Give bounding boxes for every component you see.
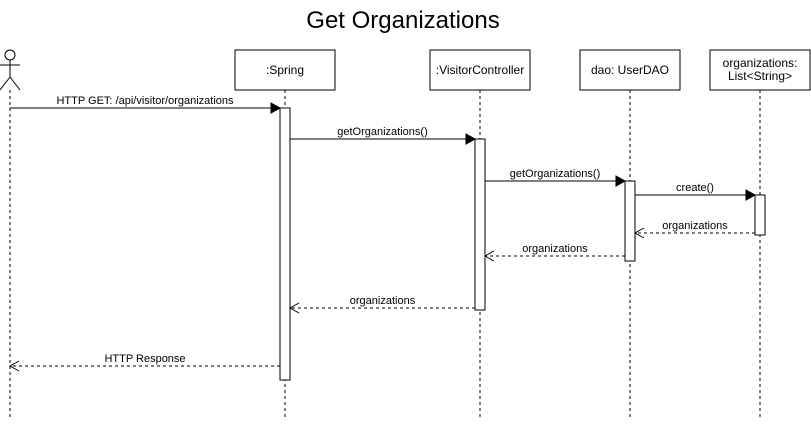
participant-label: List<String> [728, 69, 792, 83]
participant-user-dao: dao: UserDAO [579, 49, 681, 91]
participant-spring: :Spring [234, 49, 336, 91]
participant-label: organizations: [723, 56, 798, 70]
message-label: organizations [662, 220, 728, 232]
messages-layer: HTTP GET: /api/visitor/organizations getO… [8, 95, 757, 372]
diagram-title: Get Organizations [306, 7, 499, 34]
participant-label: :VisitorController [436, 63, 524, 77]
activation-bar [624, 180, 636, 262]
message-arrow: organizations [288, 295, 475, 314]
participant-organizations-list: organizations:List<String> [709, 49, 811, 91]
message-label: getOrganizations() [337, 126, 428, 138]
activations-layer [279, 107, 766, 381]
message-label: getOrganizations() [510, 168, 601, 180]
activation-bar [279, 107, 291, 381]
message-arrow: organizations [633, 220, 755, 239]
message-arrow: getOrganizations() [485, 168, 627, 187]
activation-bar [474, 138, 486, 311]
message-arrow: create() [635, 182, 757, 201]
message-arrow: getOrganizations() [290, 126, 477, 145]
participant-label: dao: UserDAO [591, 63, 669, 77]
message-label: HTTP Response [104, 353, 185, 365]
participant-label: :Spring [266, 63, 304, 77]
message-label: organizations [350, 295, 416, 307]
message-label: organizations [522, 243, 588, 255]
participant-visitor-controller: :VisitorController [429, 49, 531, 91]
message-arrow: organizations [483, 243, 625, 262]
message-label: create() [676, 182, 714, 194]
actor-stick-figure [0, 49, 21, 91]
message-arrow: HTTP Response [8, 353, 280, 372]
message-arrow: HTTP GET: /api/visitor/organizations [10, 95, 282, 114]
participants-layer: :Spring :VisitorController dao: UserDAO org… [0, 49, 811, 91]
activation-bar [754, 194, 766, 236]
message-label: HTTP GET: /api/visitor/organizations [56, 95, 234, 107]
